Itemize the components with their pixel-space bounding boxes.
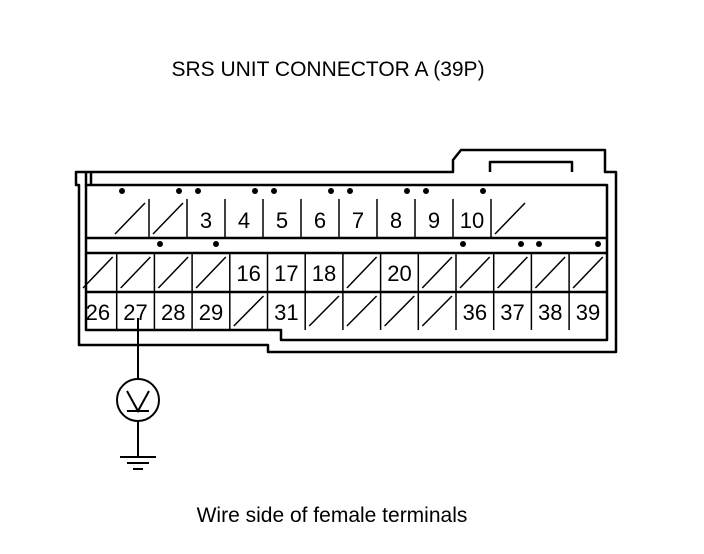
- row3-empty-slot: [346, 295, 378, 327]
- row1-empty-slot: [152, 202, 184, 235]
- row3-pin-29: 29: [199, 300, 223, 325]
- row2-pin-20: 20: [387, 261, 411, 286]
- row1-pin-7: 7: [352, 208, 364, 233]
- row2-pin-18: 18: [312, 261, 336, 286]
- caption: Wire side of female terminals: [0, 504, 704, 528]
- shorting-bars: [119, 188, 601, 247]
- connector-title: SRS UNIT CONNECTOR A (39P): [0, 58, 704, 82]
- row1-pin-3: 3: [200, 208, 212, 233]
- caption-text: Wire side of female terminals: [196, 504, 468, 527]
- shorting-bar-dot: [404, 188, 410, 194]
- row3-pin-37: 37: [500, 300, 524, 325]
- voltmeter-v-glyph: [126, 390, 150, 414]
- row2-empty-slot: [534, 256, 566, 289]
- row3-empty-slot: [308, 295, 340, 327]
- shorting-bar-dot: [271, 188, 277, 194]
- row3-empty-slot: [233, 295, 265, 327]
- row3-pin-28: 28: [161, 300, 185, 325]
- row3-pin-26: 26: [86, 300, 110, 325]
- shorting-bar-dot: [252, 188, 258, 194]
- row2-empty-slot: [572, 256, 604, 289]
- row1-empty-slot: [494, 202, 526, 235]
- ground-icon: [120, 456, 156, 470]
- row2-pin-17: 17: [274, 261, 298, 286]
- row3-pin-36: 36: [463, 300, 487, 325]
- row1-pin-10: 10: [460, 208, 484, 233]
- terminal-cavity-frame: [84, 183, 609, 342]
- shorting-bar-dot: [157, 241, 163, 247]
- shorting-bar-dot: [536, 241, 542, 247]
- row1-pin-8: 8: [390, 208, 402, 233]
- row2-empty-slot: [195, 256, 227, 289]
- row1-pin-6: 6: [314, 208, 326, 233]
- row1-empty-slot: [114, 202, 146, 235]
- shorting-bar-dot: [518, 241, 524, 247]
- row1-pin-9: 9: [428, 208, 440, 233]
- shorting-bar-dot: [195, 188, 201, 194]
- housing-latch: [488, 160, 574, 172]
- row3-empty-slot: [384, 295, 415, 327]
- row2-empty-slot: [497, 256, 528, 289]
- row2-empty-slot: [82, 256, 114, 289]
- connector-title-text: SRS UNIT CONNECTOR A (39P): [171, 58, 485, 81]
- row3-pin-39: 39: [576, 300, 600, 325]
- row1-pin-5: 5: [276, 208, 288, 233]
- row2-pin-16: 16: [236, 261, 260, 286]
- row2-empty-slot: [459, 256, 491, 289]
- shorting-bar-dot: [423, 188, 429, 194]
- shorting-bar-dot: [595, 241, 601, 247]
- pin-numbers: 3 4 5 6 7 8 9 10 16 17 18 20 26 27 28 29 31 36 37 38 39: [86, 208, 601, 325]
- row2-empty-slot: [157, 256, 189, 289]
- row3-pin-38: 38: [538, 300, 562, 325]
- shorting-bar-dot: [347, 188, 353, 194]
- row3-empty-slot: [421, 295, 453, 327]
- housing-notch-left: [84, 172, 93, 185]
- shorting-bar-dot: [480, 188, 486, 194]
- shorting-bar-dot: [119, 188, 125, 194]
- shorting-bar-dot: [213, 241, 219, 247]
- terminal-cells: [82, 199, 604, 330]
- row2-empty-slot: [346, 256, 378, 289]
- shorting-bar-dot: [328, 188, 334, 194]
- connector-housing: [74, 148, 618, 354]
- row3-pin-31: 31: [274, 300, 298, 325]
- voltmeter-icon: [116, 378, 160, 422]
- shorting-bar-dot: [176, 188, 182, 194]
- row2-empty-slot: [120, 256, 151, 289]
- row1-pin-4: 4: [238, 208, 250, 233]
- row2-empty-slot: [421, 256, 453, 289]
- row3-pin-27: 27: [123, 300, 147, 325]
- shorting-bar-dot: [460, 241, 466, 247]
